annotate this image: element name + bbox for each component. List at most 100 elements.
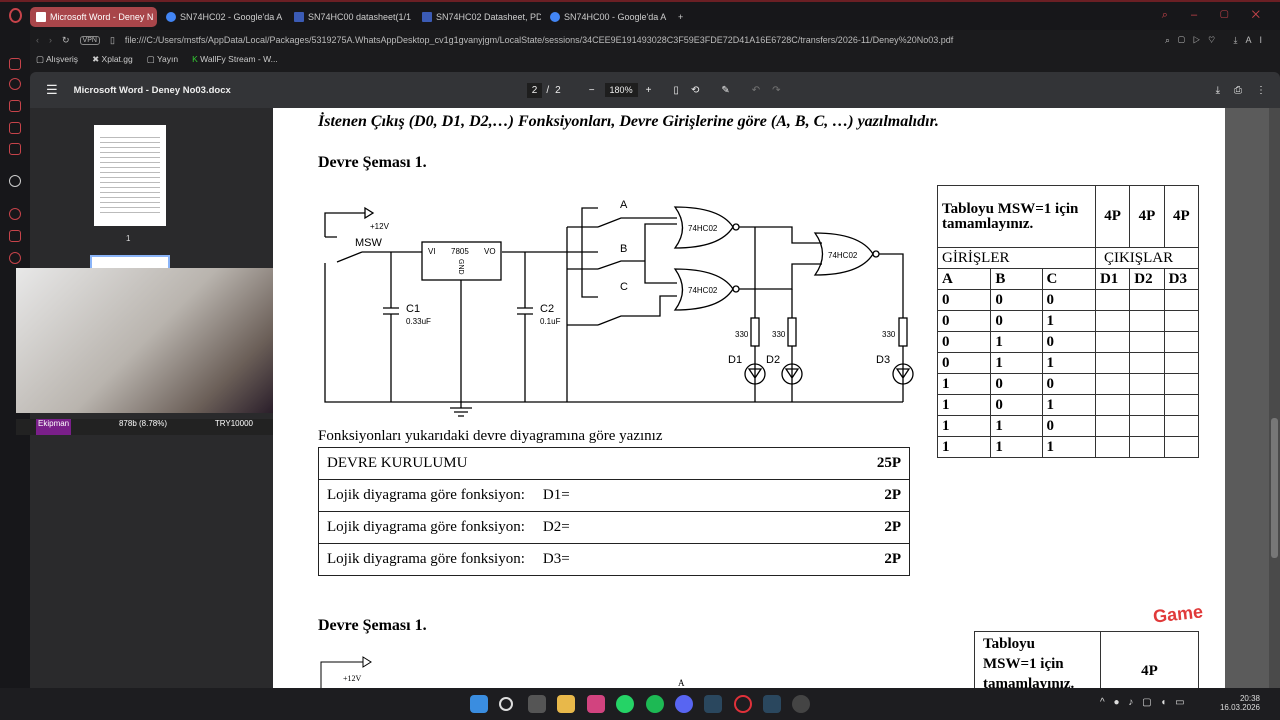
output-cell[interactable] [1129,310,1165,332]
output-cell[interactable] [1094,373,1131,395]
search-icon[interactable] [499,697,513,711]
fit-page-icon[interactable]: ▯ [673,84,679,96]
redo-icon[interactable]: ↷ [772,84,781,96]
menu-icon[interactable]: ☰ [46,82,58,97]
output-cell[interactable] [1163,436,1200,458]
circuit-diagram-2: +12V [320,656,372,688]
instagram-icon[interactable] [587,695,605,713]
zoom-in-button[interactable]: + [645,84,652,96]
steam-icon[interactable] [704,695,722,713]
output-cell[interactable] [1163,331,1200,353]
output-cell[interactable] [1094,415,1131,437]
input-cell: 1 [1041,310,1096,332]
svg-text:7805: 7805 [451,247,469,256]
output-cell[interactable] [1163,415,1200,437]
window-controls[interactable]: ⌕ – ▢ ✕ [1161,9,1270,21]
settings-icon[interactable] [9,175,21,187]
address-actions[interactable]: ⌕▢▷♡ ⤓AI [1164,34,1270,45]
svg-text:D2: D2 [766,354,780,366]
output-cell[interactable] [1129,436,1165,458]
url-input[interactable]: file:///C:/Users/mstfs/AppData/Local/Pac… [124,35,954,45]
function-cell[interactable]: Lojik diyagrama göre fonksiyon:D2=2P [318,511,910,544]
output-cell[interactable] [1094,436,1131,458]
tab-hc02-datasheet[interactable]: SN74HC02 Datasheet, PD [416,7,541,27]
opera-icon[interactable] [734,695,752,713]
vpn-badge[interactable]: VPN [79,35,100,45]
column-header: B [990,268,1043,290]
input-cell: 1 [936,436,992,458]
sidebar-app-icon[interactable] [9,100,21,112]
scrollbar[interactable] [1269,108,1280,688]
sidebar-app-icon[interactable] [9,230,21,242]
output-cell[interactable] [1163,310,1200,332]
function-caption: Fonksiyonları yukarıdaki devre diyagramı… [318,428,663,444]
output-cell[interactable] [1094,289,1131,311]
output-cell[interactable] [1129,352,1165,374]
discord-icon[interactable] [675,695,693,713]
input-cell: 1 [990,415,1043,437]
output-cell[interactable] [1129,394,1165,416]
output-cell[interactable] [1094,310,1131,332]
output-cell[interactable] [1094,394,1131,416]
rotate-icon[interactable]: ⟲ [690,84,700,96]
page-thumbnail-1[interactable] [94,125,166,226]
system-tray[interactable]: ^ ● ♪ ▢ ◖ ▭ [1100,697,1188,708]
zoom-out-button[interactable]: − [588,84,595,96]
spotify-icon[interactable] [646,695,664,713]
address-bar: ‹ › ↻ VPN ▯ file:///C:/Users/mstfs/AppDa… [30,30,1280,50]
tab-hc00-datasheet[interactable]: SN74HC00 datasheet(1/1 [288,7,413,27]
whatsapp-icon[interactable] [616,695,634,713]
annotate-icon[interactable]: ✎ [721,84,730,96]
new-tab-button[interactable]: + [678,12,684,22]
output-cell[interactable] [1129,331,1165,353]
more-icon[interactable]: ⋮ [1256,84,1266,96]
output-cell[interactable] [1129,289,1165,311]
sidebar-app-icon[interactable] [9,122,21,134]
bookmark-wallfy[interactable]: K WallFy Stream - W... [192,54,278,64]
column-header: D3 [1163,268,1200,290]
start-icon[interactable] [470,695,488,713]
bookmark-alisveris[interactable]: ▢ Alışveriş [36,53,79,64]
reload-icon[interactable]: ↻ [62,34,70,45]
sidebar-app-icon[interactable] [9,143,21,155]
tab-word[interactable]: Microsoft Word - Deney N [30,7,157,27]
print-icon[interactable]: ⎙ [1234,84,1242,96]
bookmark-xplat[interactable]: ✖ Xplat.gg [92,53,133,64]
output-cell[interactable] [1163,289,1200,311]
input-cell: 1 [1041,436,1096,458]
output-cell[interactable] [1094,331,1131,353]
app-icon[interactable] [792,695,810,713]
function-row: Lojik diyagrama göre fonksiyon:D3=2P [318,543,910,576]
output-cell[interactable] [1163,352,1200,374]
opera-logo-icon[interactable] [9,8,22,23]
tab-google-hc02[interactable]: SN74HC02 - Google'da A [160,7,285,27]
output-cell[interactable] [1163,373,1200,395]
output-cell[interactable] [1129,415,1165,437]
forward-icon[interactable]: › [49,35,52,45]
output-cell[interactable] [1094,352,1131,374]
svg-text:A: A [620,199,628,211]
sidebar-history-icon[interactable] [9,78,21,90]
page-number-input[interactable]: 2 [526,82,543,98]
zoom-input[interactable]: 180% [604,83,638,97]
steam-icon[interactable] [763,695,781,713]
file-explorer-icon[interactable] [557,695,575,713]
settings-icon[interactable] [9,252,21,264]
bookmark-yayin[interactable]: ▢ Yayın [146,53,179,64]
clock-icon[interactable] [9,208,21,220]
function-cell[interactable]: Lojik diyagrama göre fonksiyon:D1=2P [318,479,910,512]
tab-google-hc00[interactable]: SN74HC00 - Google'da A [544,7,669,27]
back-icon[interactable]: ‹ [36,35,39,45]
undo-icon[interactable]: ↶ [751,84,761,96]
output-cell[interactable] [1129,373,1165,395]
sidebar-app-icon[interactable] [9,58,21,70]
output-cell[interactable] [1163,394,1200,416]
download-icon[interactable]: ⤓ [1215,84,1220,96]
app-icon[interactable] [528,695,546,713]
function-cell[interactable]: Lojik diyagrama göre fonksiyon:D3=2P [318,543,910,576]
